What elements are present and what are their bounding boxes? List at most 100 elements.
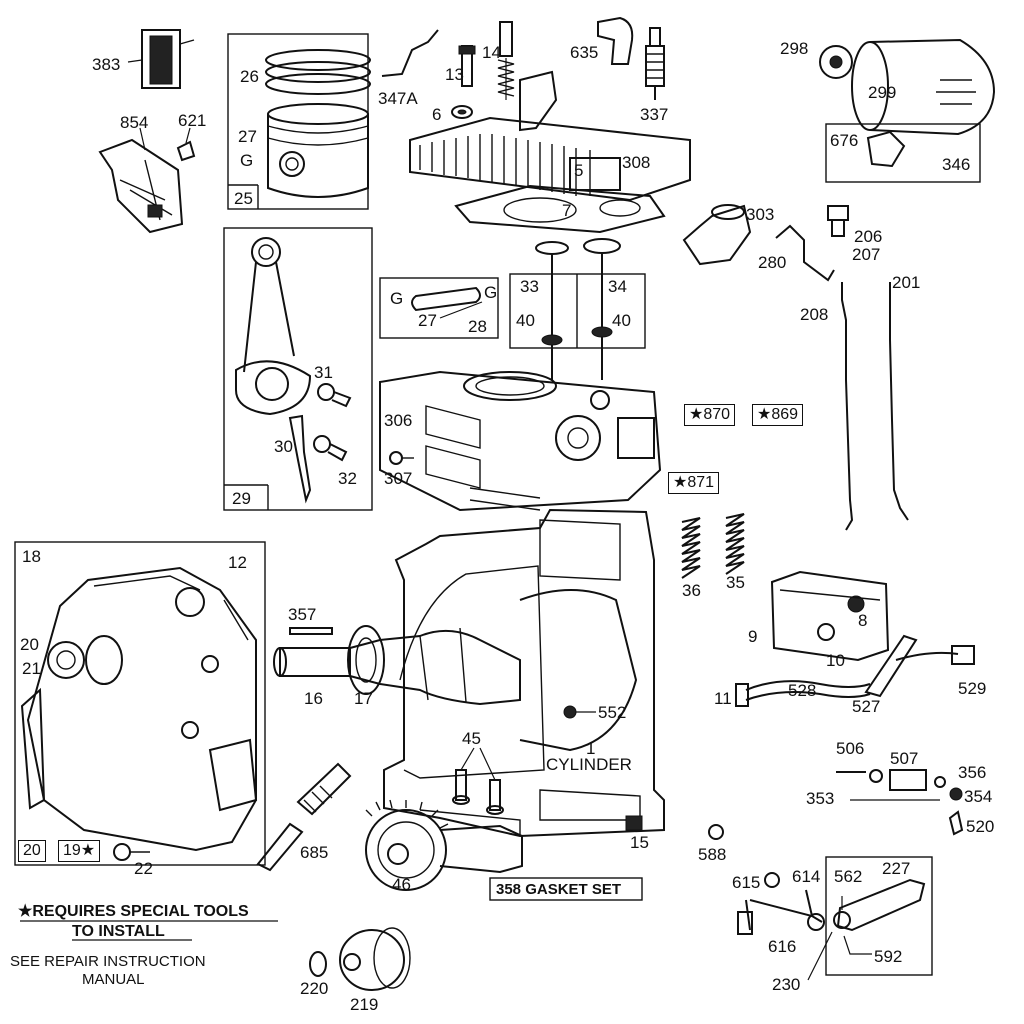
part-676-air-cleaner-base — [866, 130, 906, 168]
part-1-crankcase — [383, 508, 665, 838]
label-347a: 347A — [378, 89, 418, 108]
label-303: 303 — [746, 205, 775, 224]
special-tools-note: ★REQUIRES SPECIAL TOOLS — [18, 903, 249, 920]
part-528-breather-tube — [735, 680, 871, 707]
gasket-set-label: 358 GASKET SET — [496, 881, 622, 898]
label-308: 308 — [622, 153, 651, 172]
part-201-throttle-link — [889, 282, 909, 521]
part-854-bracket — [98, 127, 184, 234]
part-227-control-lever — [833, 878, 926, 932]
part-14-bolt — [497, 21, 515, 100]
label-17: 17 — [354, 689, 373, 708]
part-6-washer — [451, 105, 473, 119]
part-347a-link — [381, 29, 439, 77]
label-32: 32 — [338, 469, 357, 488]
label-26: 26 — [240, 67, 259, 86]
part-685-fitting — [256, 762, 352, 872]
label-528: 528 — [788, 681, 817, 700]
label-15: 15 — [630, 833, 649, 852]
label-307: 307 — [384, 469, 413, 488]
label-12: 12 — [228, 553, 247, 572]
part-8-breather — [770, 570, 890, 662]
label-25: 25 — [234, 189, 253, 208]
label-220: 220 — [300, 979, 329, 998]
label-356: 356 — [958, 763, 987, 782]
part-29-connecting-rod — [235, 237, 312, 416]
part-306-cylinder-block — [379, 370, 662, 512]
part-208-governor-link — [841, 282, 854, 531]
label-19: 19★ — [58, 840, 101, 862]
part-16-crankshaft — [273, 627, 521, 706]
repair-manual-note-2: MANUAL — [82, 971, 145, 988]
label-11: 11 — [714, 689, 732, 708]
label-520: 520 — [966, 817, 995, 836]
label-614: 614 — [792, 867, 821, 886]
part-33-exhaust-valve — [535, 241, 569, 380]
part-30-dipper — [288, 414, 312, 504]
label-357: 357 — [288, 605, 317, 624]
label-16: 16 — [304, 689, 323, 708]
label-7: 7 — [562, 201, 572, 220]
part-22-screw — [113, 843, 150, 861]
label-207: 207 — [852, 245, 881, 264]
label-10: 10 — [826, 651, 845, 670]
part-13-screw — [458, 45, 476, 87]
part-552-screw — [563, 705, 596, 719]
label-227: 227 — [882, 859, 911, 878]
label-30: 30 — [274, 437, 293, 456]
part-614-spring — [805, 889, 825, 931]
label-615: 615 — [732, 873, 761, 892]
label-cylinder-num: 1 — [586, 739, 596, 758]
label-346: 346 — [942, 155, 971, 174]
part-220-washer — [309, 951, 327, 977]
label-299: 299 — [868, 83, 897, 102]
label-676: 676 — [830, 131, 859, 150]
label-20-cover: 20 — [20, 635, 39, 654]
part-280-bracket — [775, 224, 835, 282]
part-27-piston-pin — [411, 286, 483, 319]
sump-cover-box — [14, 541, 266, 866]
part-35-valve-spring — [725, 513, 745, 575]
label-27-pin-g1: G — [390, 289, 404, 308]
part-354-nut — [949, 787, 963, 801]
label-206: 206 — [854, 227, 883, 246]
label-280: 280 — [758, 253, 787, 272]
label-cylinder: CYLINDER — [546, 755, 632, 774]
label-870: ★870 — [684, 404, 736, 426]
label-27-g: G — [240, 151, 254, 170]
part-303-intake-elbow — [682, 204, 752, 266]
label-635: 635 — [570, 43, 599, 62]
label-34: 34 — [608, 277, 627, 296]
label-27-pin: 27 — [418, 311, 437, 330]
piston — [267, 103, 369, 198]
part-31-bolt — [317, 383, 352, 408]
label-21: 21 — [22, 659, 41, 678]
part-34-intake-valve — [583, 238, 621, 380]
piston-pin-box — [379, 277, 499, 339]
repair-manual-note: SEE REPAIR INSTRUCTION — [10, 953, 206, 970]
label-8: 8 — [858, 611, 868, 630]
part-527-clamp — [864, 634, 918, 698]
label-552: 552 — [598, 703, 627, 722]
label-219: 219 — [350, 995, 379, 1014]
special-tools-note-2: TO INSTALL — [72, 923, 165, 940]
part-17-bearing — [347, 625, 385, 695]
label-306: 306 — [384, 411, 413, 430]
air-cleaner-base-box — [825, 123, 981, 183]
label-562: 562 — [834, 867, 863, 886]
piston-rings — [265, 49, 371, 95]
part-588-washer — [708, 824, 724, 840]
label-46: 46 — [392, 875, 411, 894]
label-353: 353 — [806, 789, 835, 808]
label-27-pin-g2: G — [484, 283, 498, 302]
part-357-key — [289, 627, 333, 635]
label-621: 621 — [178, 111, 207, 130]
label-592: 592 — [874, 947, 903, 966]
part-298-air-cleaner-nut — [819, 45, 853, 79]
part-32-bolt — [313, 435, 348, 462]
label-869: ★869 — [752, 404, 804, 426]
label-383: 383 — [92, 55, 121, 74]
label-527: 527 — [852, 697, 881, 716]
label-588: 588 — [698, 845, 727, 864]
part-45-dowel-pins — [452, 747, 504, 815]
